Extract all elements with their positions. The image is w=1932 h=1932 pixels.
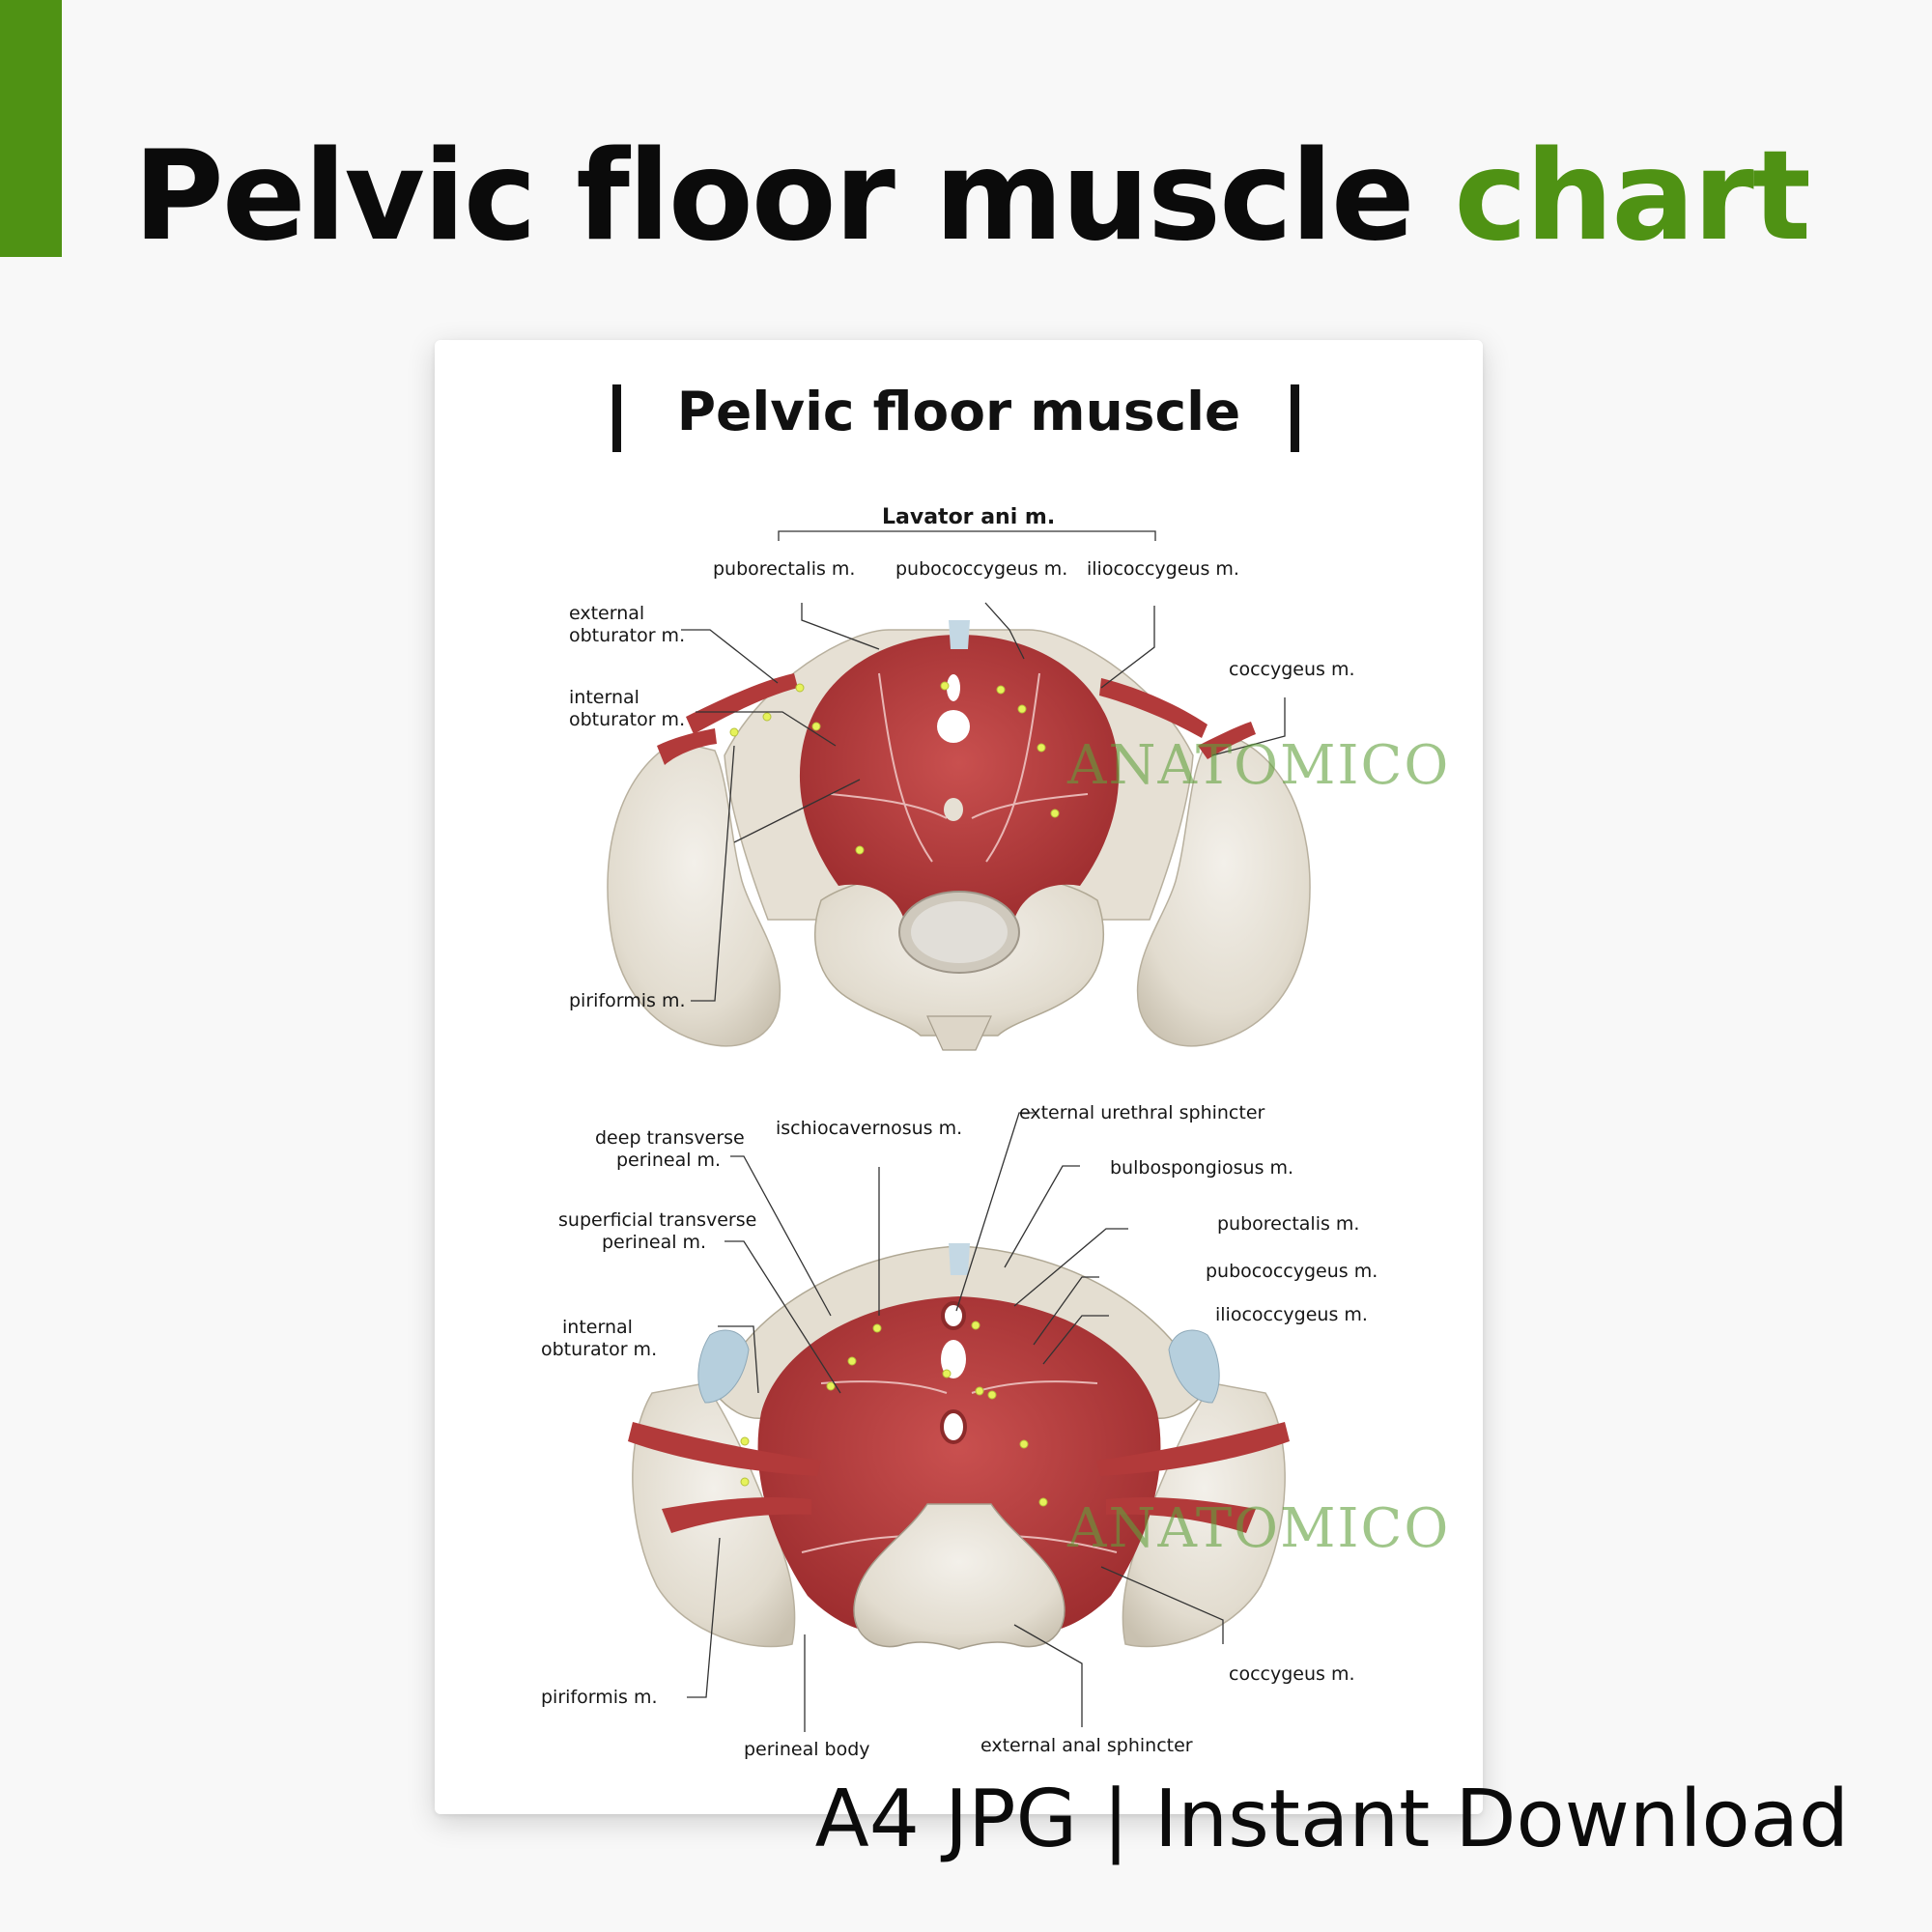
bottom-vaginal-opening	[941, 1340, 966, 1378]
title-bar-right	[1291, 384, 1299, 452]
label-bottom-piriformis: piriformis m.	[541, 1687, 658, 1708]
label-perineal-body: perineal body	[744, 1739, 870, 1760]
bottom-superficial-transverse-right	[1096, 1422, 1290, 1476]
bottom-anal-opening	[940, 1409, 967, 1444]
label-deep-transverse-line1: deep transverse	[595, 1127, 745, 1149]
watermark-top: ANATOMICO	[1067, 734, 1451, 797]
label-puborectalis: puborectalis m.	[713, 558, 855, 580]
top-left-ilium	[607, 740, 781, 1047]
label-iliococcygeus: iliococcygeus m.	[1087, 558, 1239, 580]
bottom-pelvis-figure	[628, 1243, 1290, 1650]
bottom-obturator-cartilage-left	[697, 1329, 750, 1404]
label-superficial-transverse-line1: superficial transverse	[558, 1209, 756, 1231]
top-pubic-cartilage	[949, 620, 970, 649]
label-bottom-pubococcygeus: pubococcygeus m.	[1206, 1261, 1378, 1282]
bottom-sacrum-coccyx	[853, 1503, 1065, 1650]
bottom-superficial-transverse	[628, 1422, 821, 1476]
label-bottom-internal-obturator-line2: obturator m.	[541, 1339, 657, 1360]
watermark-bottom: ANATOMICO	[1067, 1497, 1451, 1560]
top-vaginal-opening	[937, 710, 970, 743]
top-right-ilium	[1136, 740, 1311, 1047]
label-bulbospongiosus: bulbospongiosus m.	[1110, 1157, 1293, 1179]
bottom-piriformis-left	[662, 1497, 811, 1533]
label-external-urethral-sphincter: external urethral sphincter	[1019, 1102, 1265, 1123]
top-figure-labels: Lavator ani m. puborectalis m. pubococcy…	[569, 505, 1355, 1011]
top-piriformis-right	[1198, 722, 1256, 759]
page-headline: Pelvic floor muscle chart	[133, 135, 1811, 259]
top-urethra-slit	[947, 674, 960, 701]
top-coccygeus	[1099, 678, 1208, 738]
anatomy-illustration: Lavator ani m. puborectalis m. pubococcy…	[541, 505, 1378, 1760]
poster-preview: Pelvic floor muscle	[435, 340, 1483, 1814]
label-bottom-coccygeus: coccygeus m.	[1229, 1663, 1355, 1685]
label-superficial-transverse-line2: perineal m.	[602, 1232, 706, 1253]
label-external-anal-sphincter: external anal sphincter	[980, 1735, 1193, 1756]
top-pelvis-figure	[607, 620, 1311, 1051]
poster-title: Pelvic floor muscle	[676, 381, 1241, 442]
top-coccyx	[926, 1015, 992, 1051]
levator-ani-group-label: Lavator ani m.	[882, 505, 1055, 529]
bottom-muscle-floor	[757, 1296, 1161, 1633]
label-internal-obturator-line1: internal	[569, 687, 639, 708]
label-ischiocavernosus: ischiocavernosus m.	[776, 1118, 962, 1139]
label-bottom-iliococcygeus: iliococcygeus m.	[1215, 1304, 1368, 1325]
label-bottom-puborectalis: puborectalis m.	[1217, 1213, 1359, 1235]
accent-bar	[0, 0, 62, 257]
label-piriformis: piriformis m.	[569, 990, 686, 1011]
title-bar-left	[612, 384, 621, 452]
label-external-obturator-line2: obturator m.	[569, 625, 685, 646]
headline-accent: chart	[1454, 125, 1811, 269]
label-coccygeus: coccygeus m.	[1229, 659, 1355, 680]
label-bottom-internal-obturator-line1: internal	[562, 1317, 633, 1338]
bottom-obturator-cartilage-right	[1168, 1329, 1220, 1404]
top-external-obturator	[686, 673, 798, 734]
top-piriformis-left	[657, 728, 717, 765]
bottom-pubic-cartilage	[949, 1243, 970, 1275]
footer-caption: A4 JPG | Instant Download	[814, 1774, 1849, 1865]
bottom-piriformis-right	[1106, 1497, 1256, 1533]
top-muscle-floor	[799, 635, 1120, 920]
label-pubococcygeus: pubococcygeus m.	[895, 558, 1067, 580]
bottom-urethral-opening	[941, 1301, 966, 1330]
bottom-figure-labels: deep transverse perineal m. ischiocavern…	[541, 1102, 1378, 1760]
headline-main: Pelvic floor muscle	[133, 125, 1415, 269]
label-deep-transverse-line2: perineal m.	[616, 1150, 721, 1171]
label-external-obturator-line1: external	[569, 603, 644, 624]
label-internal-obturator-line2: obturator m.	[569, 709, 685, 730]
top-rectal-opening	[944, 798, 963, 821]
